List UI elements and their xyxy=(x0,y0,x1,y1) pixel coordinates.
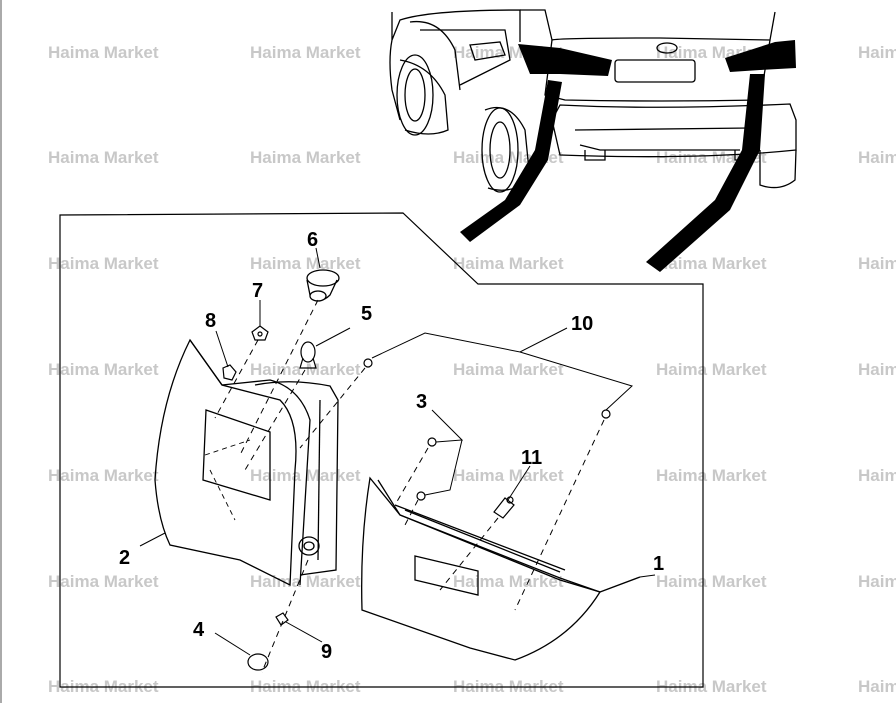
callout-9: 9 xyxy=(321,641,332,663)
part-4-cap xyxy=(247,653,269,671)
callout-8: 8 xyxy=(205,310,216,332)
right-tail-lamp-band xyxy=(725,40,796,72)
callout-labels: 6 7 5 8 10 3 11 1 2 4 9 xyxy=(119,229,664,663)
part-7-grommet xyxy=(251,325,269,341)
callout-4: 4 xyxy=(193,619,205,641)
watermark-text: Haima Market xyxy=(250,360,361,379)
watermark-text: Haima Market xyxy=(656,466,767,485)
watermark-text: Haima Market xyxy=(250,148,361,167)
callout-5: 5 xyxy=(361,303,372,325)
watermark-text: Haima Market xyxy=(453,572,564,591)
part-6-bulb-socket xyxy=(306,269,340,302)
watermark-text: Haima Market xyxy=(858,572,896,591)
watermark-text: Haima Market xyxy=(453,254,564,273)
part-2-tail-lamp xyxy=(154,338,339,587)
left-lamp-leader-band xyxy=(460,80,562,242)
left-tail-lamp-band xyxy=(518,44,612,76)
watermark-text: Haima Market xyxy=(858,360,896,379)
watermark-text: Haima Market xyxy=(453,466,564,485)
part-2-dashed-hints xyxy=(204,439,251,521)
watermark-text: Haima Market xyxy=(48,466,159,485)
watermark-text: Haima Market xyxy=(656,254,767,273)
callout-1: 1 xyxy=(653,553,664,575)
watermark-text: Haima Market xyxy=(48,572,159,591)
callout-11: 11 xyxy=(521,447,542,469)
watermark-text: Haima Market xyxy=(250,466,361,485)
assembly-dashed-lines xyxy=(214,299,605,673)
watermark-text: Haima Market xyxy=(48,254,159,273)
watermark-text: Haima Market xyxy=(250,572,361,591)
callout-6: 6 xyxy=(307,229,318,251)
rear-left-wheel xyxy=(396,54,434,136)
tail-lamp-highlight xyxy=(460,40,796,272)
watermark-text: Haima Market xyxy=(48,360,159,379)
callout-3: 3 xyxy=(416,391,427,413)
part-1-trim-panel xyxy=(361,476,641,661)
watermark-text: Haima Market xyxy=(453,360,564,379)
watermark-text: Haima Market xyxy=(48,43,159,62)
callout-7: 7 xyxy=(252,280,263,302)
watermark-text: Haima Market xyxy=(858,677,896,696)
part-5-bulb xyxy=(299,341,317,369)
watermark-text: Haima Market xyxy=(250,43,361,62)
exploded-view-frame xyxy=(59,212,704,688)
callout-2: 2 xyxy=(119,547,130,569)
watermark-text: Haima Market xyxy=(656,572,767,591)
callout-10: 10 xyxy=(571,313,593,335)
watermark-text: Haima Market xyxy=(250,254,361,273)
leader-lines xyxy=(139,247,656,656)
watermark-text: Haima Market xyxy=(858,148,896,167)
watermark-text: Haima Market xyxy=(858,466,896,485)
vehicle-rear-view xyxy=(389,9,797,193)
part-3-nuts xyxy=(416,437,437,501)
part-9-screw xyxy=(275,612,289,626)
watermark-text: Haima Market xyxy=(656,677,767,696)
watermark-text: Haima Market xyxy=(48,148,159,167)
watermark-text: Haima Market xyxy=(858,43,896,62)
watermark-text: Haima Market xyxy=(656,360,767,379)
part-11-bulb xyxy=(493,496,515,519)
right-lamp-leader-band xyxy=(646,74,765,272)
watermark-text: Haima Market xyxy=(858,254,896,273)
part-8-clip xyxy=(222,364,237,381)
rear-right-wheel xyxy=(481,107,519,193)
